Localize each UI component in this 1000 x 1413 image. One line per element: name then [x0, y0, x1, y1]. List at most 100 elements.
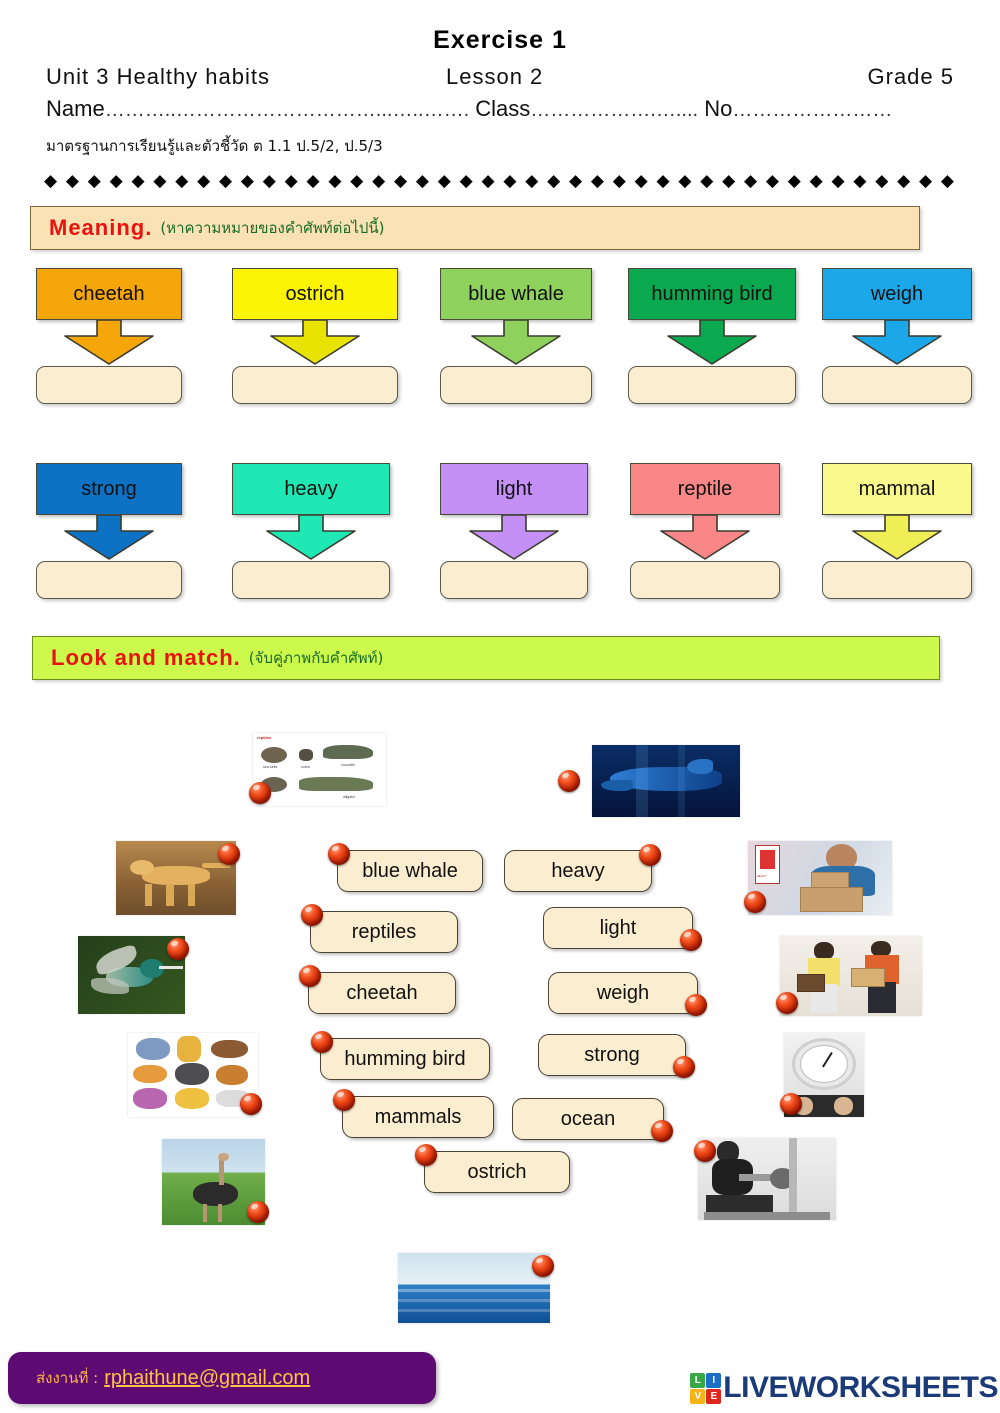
match-word-chip-weigh[interactable]: weigh [548, 972, 698, 1014]
look-and-match-area: blue whale heavy reptiles light cheetah weigh… [0, 700, 1000, 1360]
match-word-chip-humming-bird[interactable]: humming bird [320, 1038, 490, 1080]
vocab-word-reptile: reptile [630, 463, 780, 515]
match-connector-dot-ostrich[interactable] [415, 1144, 437, 1166]
grade-label: Grade 5 [867, 64, 954, 89]
match-word-chip-strong[interactable]: strong [538, 1034, 686, 1076]
answer-input-reptile[interactable] [630, 561, 780, 599]
logo-letter-l: L [690, 1372, 706, 1388]
match-word-label: weigh [596, 981, 650, 1004]
meaning-th-label: (หาความหมายของคำศัพท์ต่อไปนี้) [160, 219, 385, 237]
standard-indicator-line: มาตรฐานการเรียนรู้และตัวชี้วัด ต 1.1 ป.5… [46, 137, 383, 155]
no-label: No [704, 96, 733, 121]
match-connector-dot-weigh[interactable] [685, 994, 707, 1016]
ostrich-image [162, 1139, 265, 1225]
name-label: Name [46, 96, 105, 121]
match-connector-dot-weigh-scale[interactable] [780, 1093, 802, 1115]
down-arrow-icon [822, 515, 972, 561]
logo-letter-i: I [706, 1372, 722, 1388]
answer-input-blue-whale[interactable] [440, 366, 592, 404]
match-word-label: blue whale [362, 859, 458, 882]
vocab-word-blue-whale: blue whale [440, 268, 592, 320]
vocab-word-ostrich: ostrich [232, 268, 398, 320]
match-word-label: ocean [560, 1107, 616, 1130]
match-connector-dot-humming-bird[interactable] [167, 938, 189, 960]
match-connector-dot-strong[interactable] [673, 1056, 695, 1078]
answer-input-humming-bird[interactable] [628, 366, 796, 404]
answer-input-mammal[interactable] [822, 561, 972, 599]
match-connector-dot-heavy[interactable] [639, 844, 661, 866]
answer-input-weigh[interactable] [822, 366, 972, 404]
down-arrow-icon [232, 515, 390, 561]
match-word-chip-light[interactable]: light [543, 907, 693, 949]
match-connector-dot-strong-gym[interactable] [694, 1140, 716, 1162]
down-arrow-icon [822, 320, 972, 366]
down-arrow-icon [36, 515, 182, 561]
logo-letter-v: V [690, 1388, 706, 1404]
vocab-cell-weigh: weigh [822, 268, 972, 408]
answer-input-light[interactable] [440, 561, 588, 599]
match-connector-dot-ostrich[interactable] [247, 1201, 269, 1223]
match-section-banner: Look and match. (จับคู่ภาพกับคำศัพท์) [32, 636, 940, 680]
vocab-word-light: light [440, 463, 588, 515]
match-connector-dot-blue-whale[interactable] [558, 770, 580, 792]
answer-input-strong[interactable] [36, 561, 182, 599]
class-label: Class [475, 96, 531, 121]
vocab-word-cheetah: cheetah [36, 268, 182, 320]
match-connector-dot-humming-bird[interactable] [311, 1031, 333, 1053]
match-connector-dot-blue-whale[interactable] [328, 843, 350, 865]
down-arrow-icon [630, 515, 780, 561]
match-connector-dot-mammals[interactable] [333, 1089, 355, 1111]
light-boxes-image [780, 936, 922, 1016]
match-word-chip-mammals[interactable]: mammals [342, 1096, 494, 1138]
name-blank[interactable]: ………..…………………………...…..……. [104, 99, 470, 121]
vocabulary-row-1: cheetah ostrich blue whale humming bird weig… [0, 268, 1000, 408]
class-blank[interactable]: ……………….….... [530, 99, 699, 121]
answer-input-cheetah[interactable] [36, 366, 182, 404]
vocab-cell-ostrich: ostrich [232, 268, 398, 408]
match-connector-dot-light[interactable] [680, 929, 702, 951]
match-word-chip-cheetah[interactable]: cheetah [308, 972, 456, 1014]
match-word-label: reptiles [351, 920, 417, 943]
blue-whale-image [592, 745, 740, 817]
down-arrow-icon [36, 320, 182, 366]
email-link[interactable]: rphaithune@gmail.com [104, 1366, 311, 1389]
match-word-label: heavy [551, 859, 605, 882]
logo-letter-e: E [706, 1388, 722, 1404]
match-connector-dot-reptiles-chart[interactable] [249, 782, 271, 804]
match-connector-dot-light-boxes[interactable] [776, 992, 798, 1014]
match-word-chip-ocean[interactable]: ocean [512, 1098, 664, 1140]
match-connector-dot-ocean[interactable] [532, 1255, 554, 1277]
vocab-cell-humming-bird: humming bird [628, 268, 796, 408]
meaning-en-label: Meaning. [49, 215, 153, 240]
no-blank[interactable]: …………………… [732, 99, 893, 121]
down-arrow-icon [628, 320, 796, 366]
match-connector-dot-reptiles[interactable] [301, 904, 323, 926]
match-connector-dot-ocean[interactable] [651, 1120, 673, 1142]
match-connector-dot-cheetah[interactable] [299, 965, 321, 987]
vocab-cell-strong: strong [36, 463, 182, 603]
match-connector-dot-cheetah[interactable] [218, 843, 240, 865]
match-connector-dot-heavy-boxes[interactable] [744, 891, 766, 913]
match-th-label: (จับคู่ภาพกับคำศัพท์) [248, 649, 384, 667]
match-word-label: strong [584, 1043, 640, 1066]
vocab-word-humming-bird: humming bird [628, 268, 796, 320]
match-word-chip-heavy[interactable]: heavy [504, 850, 652, 892]
meaning-section-banner: Meaning. (หาความหมายของคำศัพท์ต่อไปนี้) [30, 206, 920, 250]
match-word-label: light [599, 916, 637, 939]
match-word-chip-reptiles[interactable]: reptiles [310, 911, 458, 953]
mammals-chart-image [128, 1033, 258, 1117]
vocab-cell-cheetah: cheetah [36, 268, 182, 408]
match-connector-dot-mammals-chart[interactable] [240, 1093, 262, 1115]
match-word-label: ostrich [467, 1160, 527, 1183]
answer-input-heavy[interactable] [232, 561, 390, 599]
submit-email-pill[interactable]: ส่งงานที่ : rphaithune@gmail.com [8, 1352, 436, 1404]
diamond-divider: ◆◆◆◆◆◆◆◆◆◆◆◆◆◆◆◆◆◆◆◆◆◆◆◆◆◆◆◆◆◆◆◆◆◆◆◆◆◆◆◆… [44, 172, 954, 190]
match-word-chip-ostrich[interactable]: ostrich [424, 1151, 570, 1193]
answer-input-ostrich[interactable] [232, 366, 398, 404]
vocab-cell-reptile: reptile [630, 463, 780, 603]
match-word-chip-blue-whale[interactable]: blue whale [337, 850, 483, 892]
cheetah-image [116, 841, 236, 915]
